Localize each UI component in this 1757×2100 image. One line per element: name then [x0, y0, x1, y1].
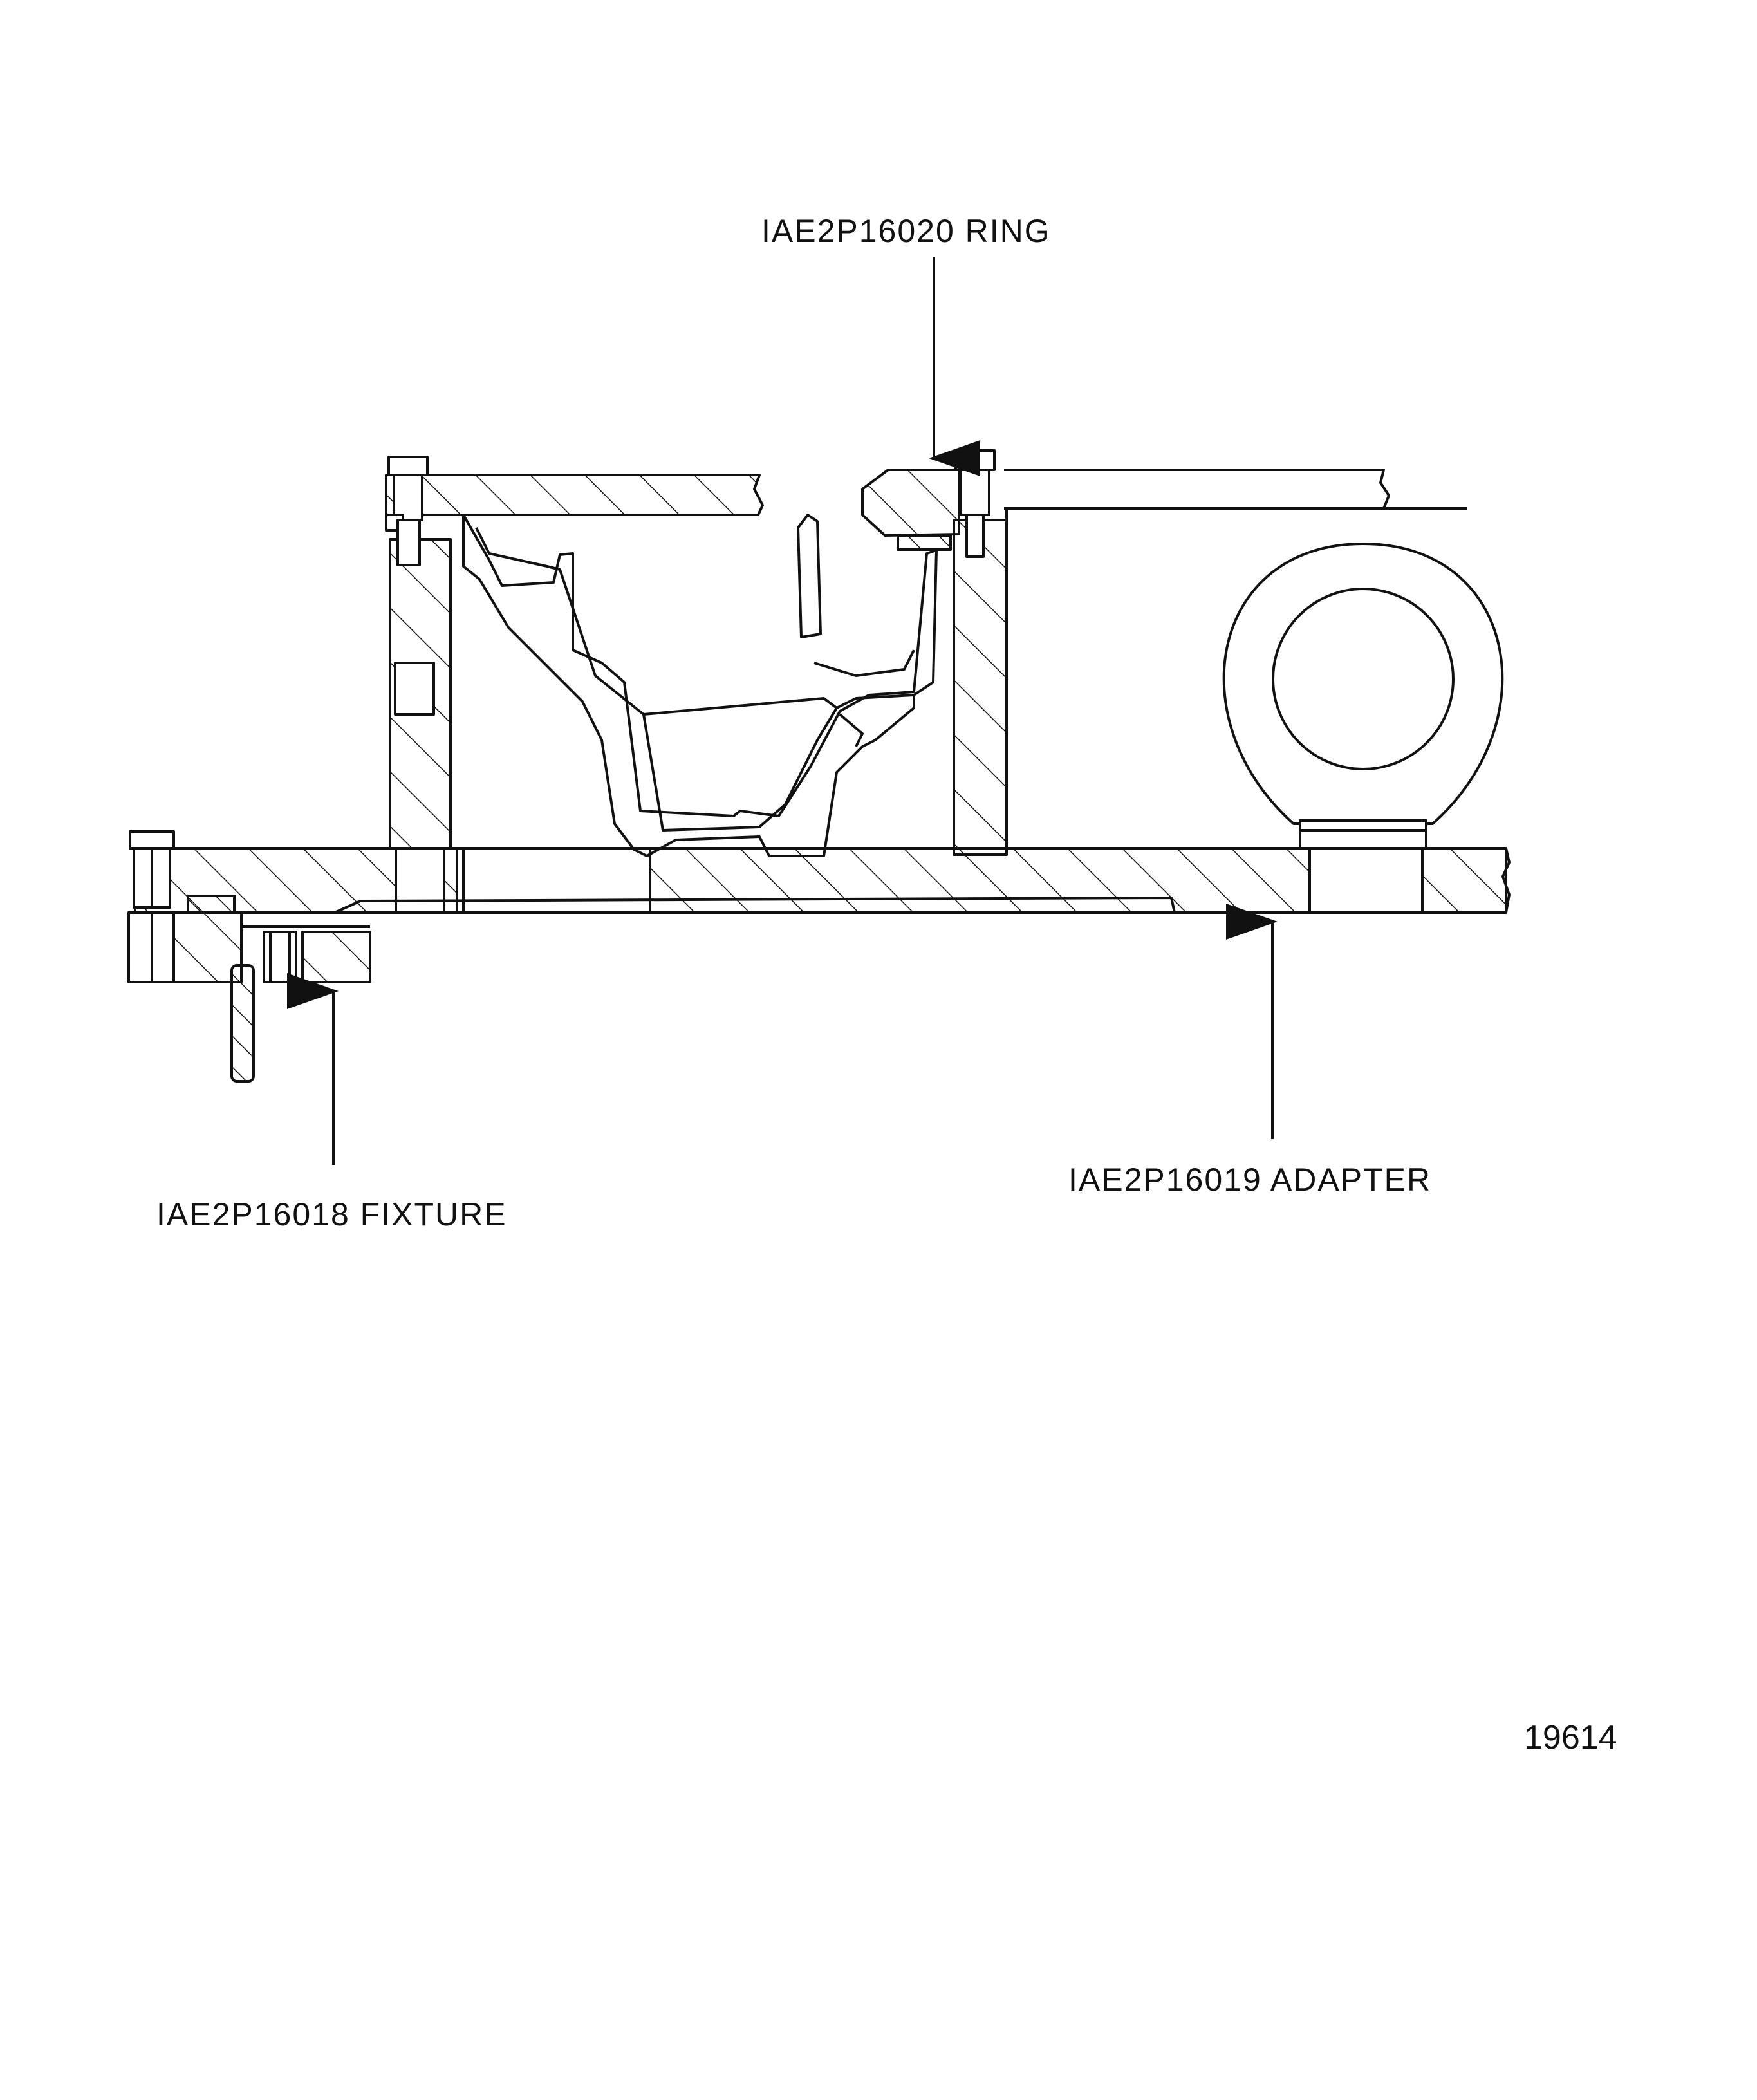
- figure-number: 19614: [1524, 1719, 1617, 1756]
- left-support: [385, 456, 764, 850]
- workpiece: [462, 514, 938, 857]
- lifting-eye: [1222, 543, 1504, 850]
- base-plate: [134, 847, 1511, 914]
- ring-callout-label: IAE2P16020 RING: [761, 213, 1051, 249]
- fixture-callout-label: IAE2P16018 FIXTURE: [156, 1196, 507, 1232]
- ring: [861, 449, 1467, 856]
- adapter-callout-label: IAE2P16019 ADAPTER: [1068, 1162, 1432, 1198]
